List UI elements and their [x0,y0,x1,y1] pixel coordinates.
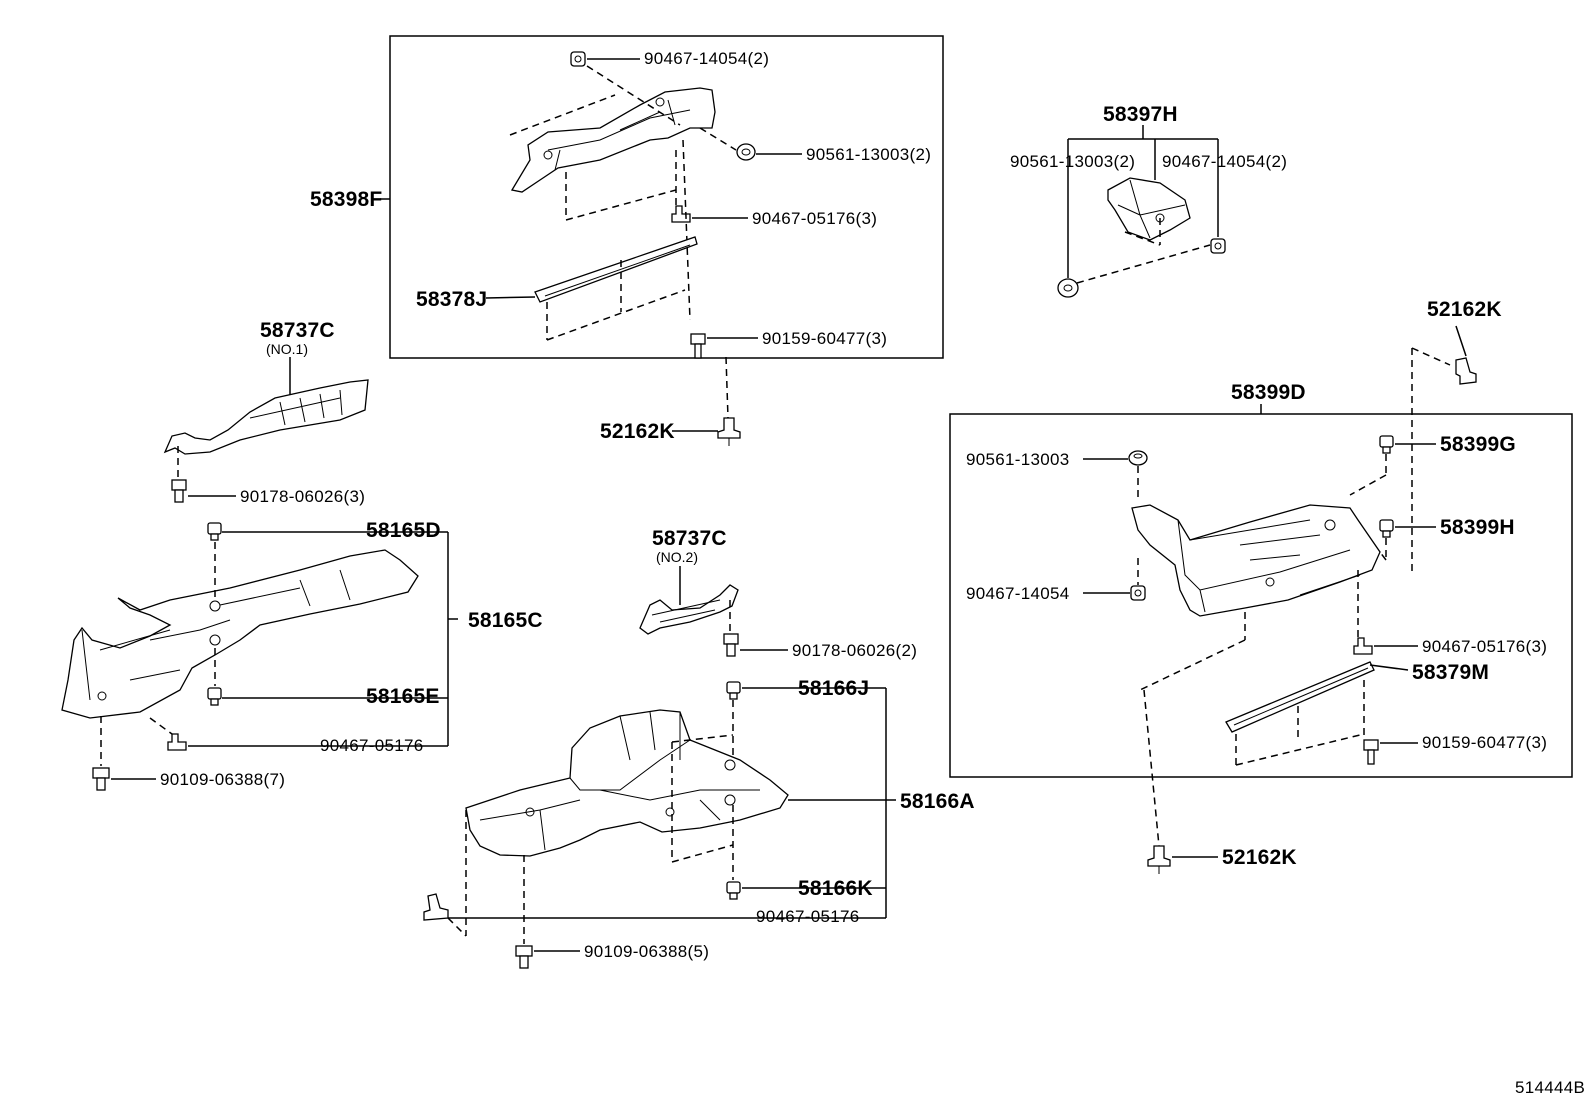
part-58737C-no2 [639,584,739,635]
label-52162K-a: 52162K [600,420,675,443]
label-52162K-b: 52162K [1427,298,1502,321]
assembly-58397H [1057,125,1226,298]
part-58399D-detail [1177,519,1361,613]
bolt-58399G [1379,435,1394,454]
label-58397H: 58397H [1103,103,1178,126]
label-90467-14054-2a: 90467-14054(2) [644,49,769,68]
label-90159-60477-3b: 90159-60477(3) [1422,733,1547,752]
part-58165C-hole-2 [209,634,221,646]
part-58166A-hole-2 [724,794,736,806]
label-58166K: 58166K [798,877,873,900]
part-58398F-hole-2 [655,97,665,107]
label-58379M: 58379M [1412,661,1489,684]
clip-90467-05176-b2 [423,893,449,921]
part-58165D-cover [61,549,419,719]
label-58737C-1: 58737C [260,319,335,342]
assembly-58398F [509,51,756,419]
bolt-90159-60477-a [690,333,706,359]
label-90467-05176-a: 90467-05176 [320,736,424,755]
label-58165C: 58165C [468,609,543,632]
part-58737C-no1-detail [249,389,343,426]
part-58399D-hole [1324,519,1336,531]
grommet-90561-13003-b [1057,278,1079,298]
part-58165C-hole-3 [97,691,107,701]
label-90178-06026-2: 90178-06026(2) [792,641,917,660]
part-58166A-hole-3 [525,807,535,817]
clip-90467-05176-a [671,205,691,223]
label-52162K-c: 52162K [1222,846,1297,869]
part-58398F-detail [547,99,691,171]
part-58165C-detail [81,569,351,701]
bolt-90109-06388-b [515,945,533,969]
clip-90467-05176-c [1353,637,1373,655]
clip-52162K-b [1455,357,1477,385]
label-58399H: 58399H [1440,516,1515,539]
part-58398F-bracket [510,87,716,193]
part-58166A-hole-4 [665,807,675,817]
bolt-58165D [207,522,222,541]
label-58399D: 58399D [1231,381,1306,404]
bolt-90109-06388-a [92,767,110,791]
part-58398F-hole [543,150,553,160]
label-90109-06388-7: 90109-06388(7) [160,770,285,789]
nut-90467-14054-b [1210,238,1226,254]
part-58737C-no1 [163,379,369,455]
grommet-90561-13003-c [1128,450,1148,466]
label-90467-05176-3a: 90467-05176(3) [752,209,877,228]
part-58379M-detail [1233,667,1369,726]
label-90178-06026-3: 90178-06026(3) [240,487,365,506]
bolt-90178-06026-a [171,479,187,503]
label-90467-14054-2b: 90467-14054(2) [1162,152,1287,171]
part-58166A-detail [479,711,760,851]
assembly-58399D [1128,435,1394,766]
nut-90467-14054-c [1130,585,1146,601]
label-90467-05176-b: 90467-05176 [756,907,860,926]
part-58166A-hole [724,759,736,771]
group-box-58398F [389,35,944,359]
part-58165C-hole [209,600,221,612]
clip-90467-05176-a2 [167,733,187,751]
label-58378J: 58378J [416,288,487,311]
label-90561-13003-2a: 90561-13003(2) [806,145,931,164]
label-90561-13003: 90561-13003 [966,450,1070,469]
label-90467-05176-3b: 90467-05176(3) [1422,637,1547,656]
label-58399G: 58399G [1440,433,1516,456]
label-58737C-2-note: (NO.2) [656,549,698,565]
label-58166A: 58166A [900,790,975,813]
part-58399D-cover [1131,504,1381,617]
label-90561-13003-2b: 90561-13003(2) [1010,152,1135,171]
assembly-58165C [61,522,419,791]
label-58166J: 58166J [798,677,869,700]
part-58737C-no2-detail [651,599,721,623]
label-90467-14054: 90467-14054 [966,584,1070,603]
bolt-90178-06026-b [723,633,739,657]
grommet-90561-13003-a [736,143,756,161]
part-58378J-detail [544,244,691,297]
bolt-90159-60477-b [1363,739,1379,765]
part-58166A-cover [465,709,789,857]
bolt-58166K [726,881,741,900]
label-90159-60477-3a: 90159-60477(3) [762,329,887,348]
part-58399D-hole-2 [1265,577,1275,587]
label-58165D: 58165D [366,519,441,542]
nut-90467-14054-a [570,51,586,67]
label-58165E: 58165E [366,685,440,708]
label-58398F: 58398F [310,188,382,211]
bolt-58166J [726,681,741,700]
label-58737C-2: 58737C [652,527,727,550]
clip-52162K-a [717,417,741,446]
bolt-58399H [1379,519,1394,538]
part-58397H-detail [1117,179,1186,239]
label-58737C-1-note: (NO.1) [266,341,308,357]
assembly-58166A [423,681,789,969]
part-58397H [1107,177,1191,241]
part-58378J-strip [534,236,698,303]
diagram-id: 514444B [1515,1078,1585,1097]
clip-52162K-c [1147,845,1171,874]
bolt-58165E [207,687,222,706]
label-90109-06388-5: 90109-06388(5) [584,942,709,961]
